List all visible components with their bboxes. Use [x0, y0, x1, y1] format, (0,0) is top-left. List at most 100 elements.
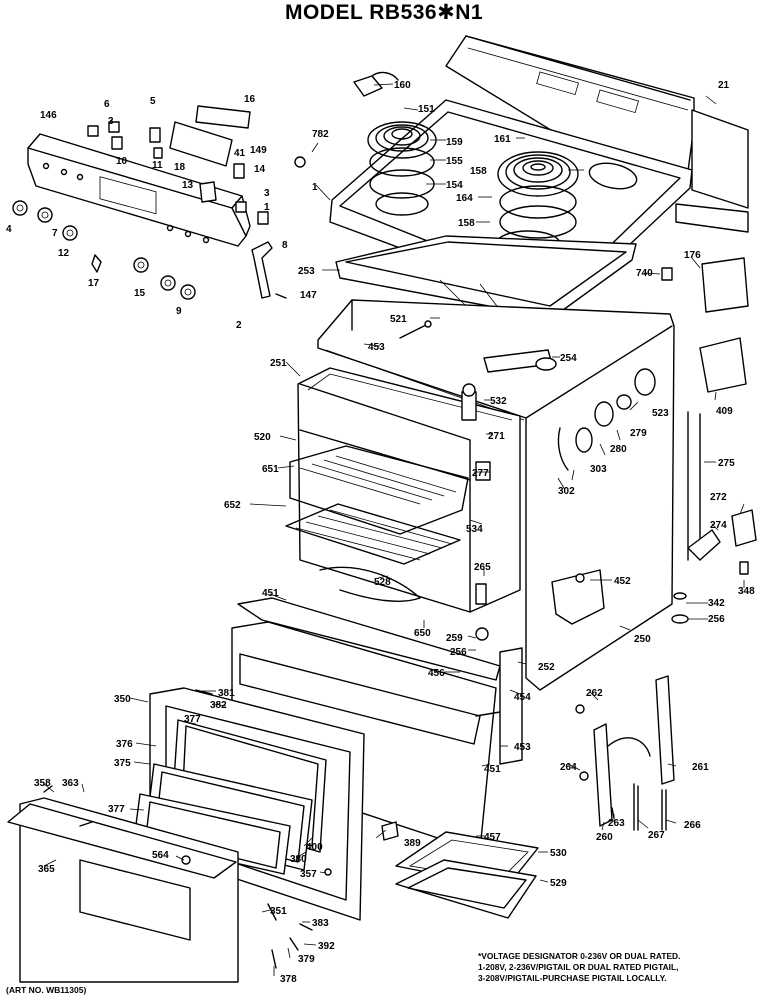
- label-263: 263: [608, 818, 625, 829]
- voltage-footnote: *VOLTAGE DESIGNATOR 0-236V OR DUAL RATED…: [478, 951, 766, 984]
- label-14: 14: [254, 164, 266, 175]
- label-10: 10: [116, 156, 128, 167]
- label-7: 7: [52, 228, 58, 239]
- label-564: 564: [152, 850, 169, 861]
- label-375: 375: [114, 758, 131, 769]
- label-342: 342: [708, 598, 725, 609]
- label-149: 149: [250, 145, 267, 156]
- footnote-line-3: 3-208V/PIGTAIL-PURCHASE PIGTAIL LOCALLY.: [478, 973, 667, 983]
- label-392: 392: [318, 941, 335, 952]
- label-380: 380: [290, 854, 307, 865]
- control-panel-drawing: [12, 105, 306, 300]
- label-1-cooktop: 1: [312, 182, 318, 193]
- label-351: 351: [270, 906, 287, 917]
- label-267: 267: [648, 830, 665, 841]
- label-378: 378: [280, 974, 297, 985]
- label-521: 521: [390, 314, 407, 325]
- label-154: 154: [446, 180, 463, 191]
- oven-liner-drawing: [285, 367, 521, 641]
- label-161: 161: [494, 134, 511, 145]
- footnote-line-1: *VOLTAGE DESIGNATOR 0-236V OR DUAL RATED…: [478, 951, 681, 961]
- footnote-line-2: 1-208V, 2-236V/PIGTAIL OR DUAL RATED PIG…: [478, 962, 679, 972]
- label-303: 303: [590, 464, 607, 475]
- label-379: 379: [298, 954, 315, 965]
- label-259: 259: [446, 633, 463, 644]
- hinge-drawing: [575, 675, 675, 831]
- label-534: 534: [466, 524, 483, 535]
- label-400: 400: [306, 842, 323, 853]
- label-377-upper: 377: [184, 714, 201, 725]
- label-453-top: 453: [368, 342, 385, 353]
- label-523: 523: [652, 408, 669, 419]
- label-3-mid: 3: [264, 188, 270, 199]
- label-3-top: 3: [108, 116, 114, 127]
- label-261: 261: [692, 762, 709, 773]
- label-529: 529: [550, 878, 567, 889]
- range-body-drawing: [317, 257, 757, 691]
- label-254: 254: [560, 353, 577, 364]
- label-651: 651: [262, 464, 279, 475]
- label-18: 18: [174, 162, 186, 173]
- label-782: 782: [312, 129, 329, 140]
- label-272: 272: [710, 492, 727, 503]
- label-9: 9: [176, 306, 182, 317]
- art-number: (ART NO. WB11305): [6, 985, 87, 995]
- label-350: 350: [114, 694, 131, 705]
- label-453-bottom: 453: [514, 742, 531, 753]
- label-381: 381: [218, 688, 235, 699]
- label-155: 155: [446, 156, 463, 167]
- label-302: 302: [558, 486, 575, 497]
- label-2: 2: [236, 320, 242, 331]
- label-151: 151: [418, 104, 435, 115]
- label-265: 265: [474, 562, 491, 573]
- label-279: 279: [630, 428, 647, 439]
- label-520: 520: [254, 432, 271, 443]
- label-451-top: 451: [262, 588, 279, 599]
- label-382: 382: [210, 700, 227, 711]
- label-250: 250: [634, 634, 651, 645]
- label-262: 262: [586, 688, 603, 699]
- label-4: 4: [6, 224, 12, 235]
- label-5: 5: [150, 96, 156, 107]
- label-1-switch: 1: [264, 202, 270, 213]
- label-383: 383: [312, 918, 329, 929]
- label-365: 365: [38, 864, 55, 875]
- label-274: 274: [710, 520, 727, 531]
- part-labels: 146 6 5 16 160 151 21 3 10 11 18 41 149 …: [6, 80, 755, 985]
- label-532: 532: [490, 396, 507, 407]
- label-6: 6: [104, 99, 110, 110]
- label-275: 275: [718, 458, 735, 469]
- label-12: 12: [58, 248, 70, 259]
- broiler-pan-drawing: [381, 821, 539, 919]
- label-376: 376: [116, 739, 133, 750]
- label-158-lower: 158: [458, 218, 475, 229]
- label-252: 252: [538, 662, 555, 673]
- model-title: MODEL RB536✱N1: [284, 1, 484, 24]
- label-146: 146: [40, 110, 57, 121]
- label-377-lower: 377: [108, 804, 125, 815]
- label-13: 13: [182, 180, 194, 191]
- label-451-bottom: 451: [484, 764, 501, 775]
- label-147: 147: [300, 290, 317, 301]
- label-164: 164: [456, 193, 473, 204]
- label-358: 358: [34, 778, 51, 789]
- label-21: 21: [718, 80, 730, 91]
- label-530: 530: [550, 848, 567, 859]
- label-17: 17: [88, 278, 100, 289]
- label-158-upper: 158: [470, 166, 487, 177]
- label-528: 528: [374, 577, 391, 588]
- label-740: 740: [636, 268, 653, 279]
- label-266: 266: [684, 820, 701, 831]
- label-8: 8: [282, 240, 288, 251]
- label-363: 363: [62, 778, 79, 789]
- label-277: 277: [472, 468, 489, 479]
- label-348: 348: [738, 586, 755, 597]
- leader-lines: [43, 83, 745, 976]
- label-264: 264: [560, 762, 577, 773]
- label-452: 452: [614, 576, 631, 587]
- label-409: 409: [716, 406, 733, 417]
- label-159: 159: [446, 137, 463, 148]
- label-160: 160: [394, 80, 411, 91]
- label-251: 251: [270, 358, 287, 369]
